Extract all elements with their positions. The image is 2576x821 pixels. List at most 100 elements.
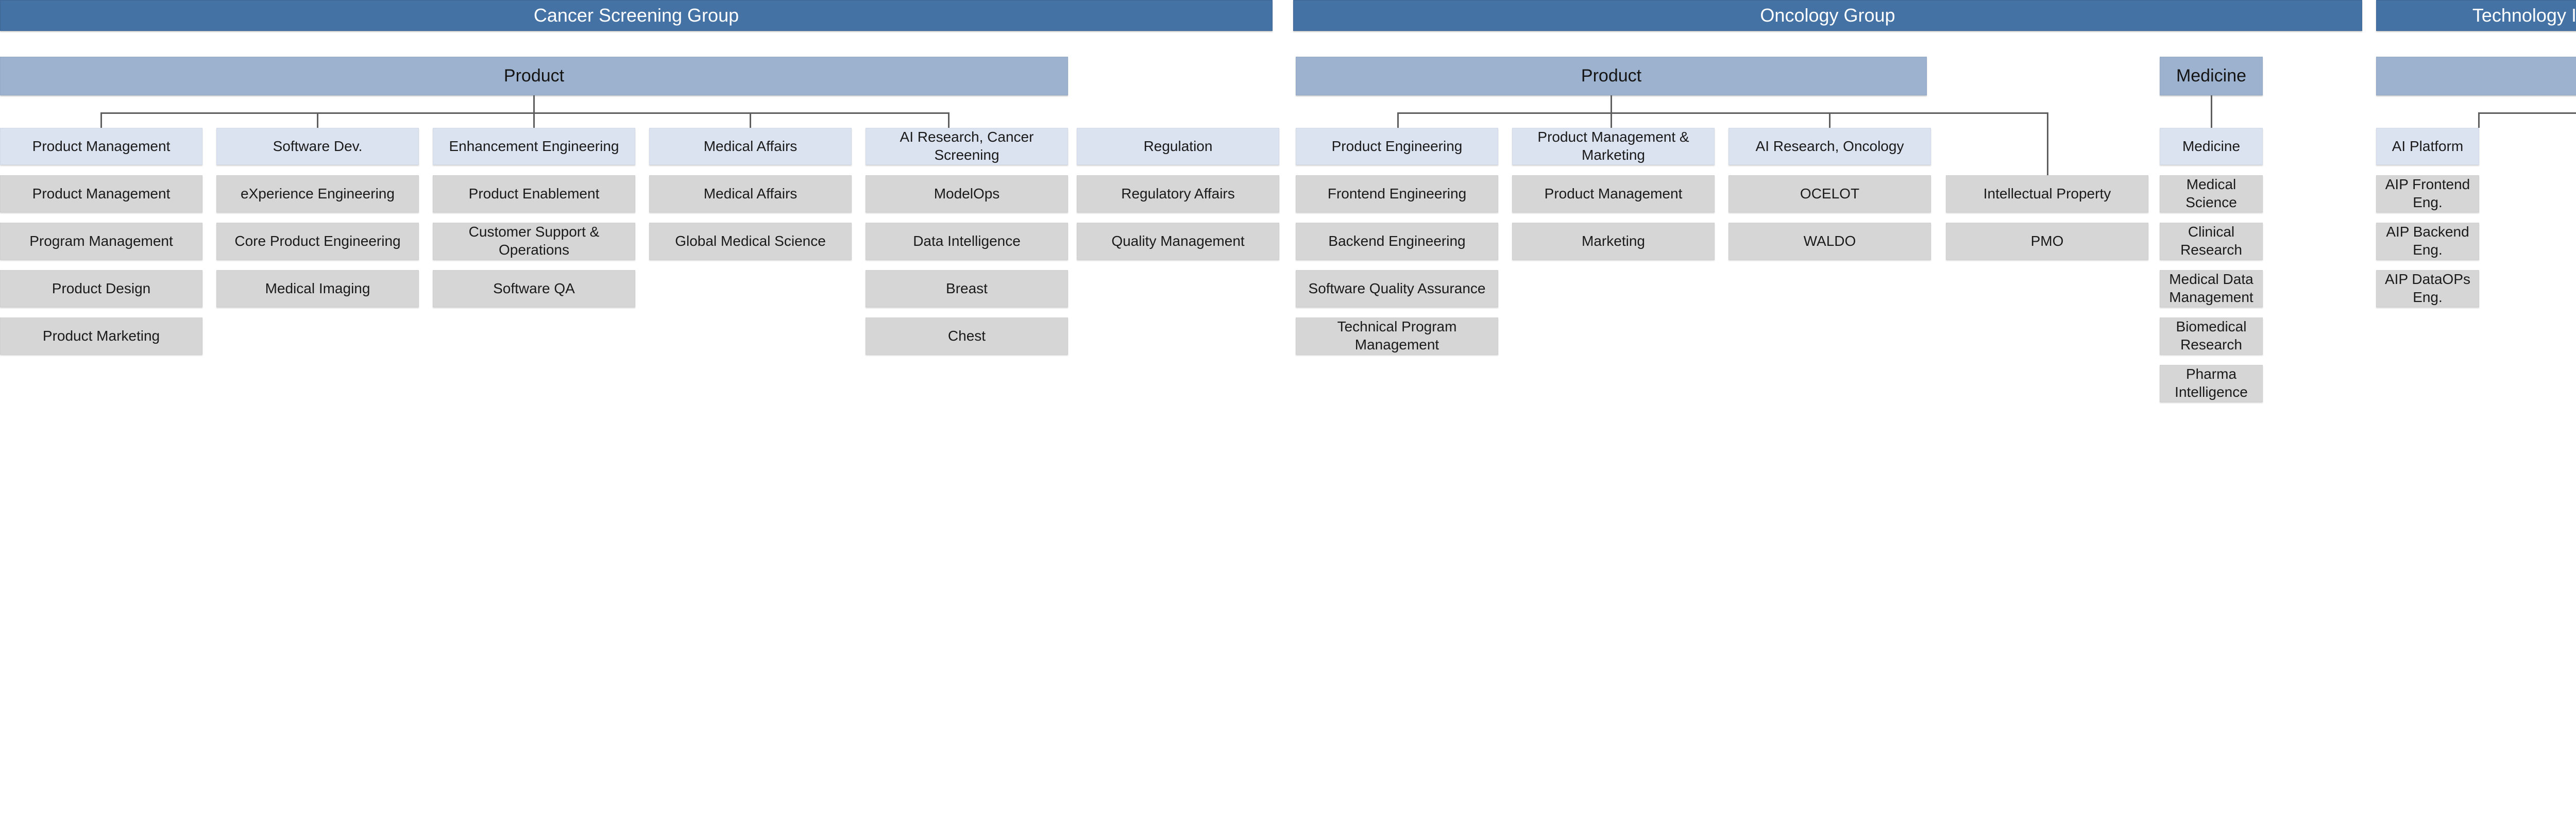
leaf-label: Intellectual Property: [1983, 185, 2111, 202]
group-header-label: Oncology Group: [1760, 4, 1895, 26]
leaf-node[interactable]: AIP Backend Eng.: [2376, 223, 2479, 260]
leaf-node[interactable]: Customer Support & Operations: [433, 223, 635, 260]
connector-vertical: [100, 112, 102, 128]
division-label: AI: [2381, 65, 2576, 87]
connector-vertical: [2047, 112, 2048, 175]
leaf-label: Core Product Engineering: [234, 232, 401, 249]
team-label: Medical Affairs: [703, 138, 798, 154]
group-header-technology-innovation[interactable]: Technology Innovation Group: [2376, 0, 2576, 31]
connector-vertical: [1611, 112, 1612, 128]
leaf-label: Technical Program Management: [1337, 319, 1457, 353]
team-label: Regulation: [1143, 138, 1213, 154]
leaf-label: Medical Science: [2185, 176, 2237, 210]
leaf-node-pmo[interactable]: PMO: [1946, 223, 2148, 260]
leaf-label: Program Management: [29, 232, 173, 249]
division-medicine[interactable]: Medicine: [2160, 57, 2263, 95]
leaf-node-intellectual-property[interactable]: Intellectual Property: [1946, 175, 2148, 212]
team-software-dev[interactable]: Software Dev.: [216, 128, 419, 165]
leaf-node[interactable]: Product Management: [0, 175, 202, 212]
leaf-node[interactable]: Product Enablement: [433, 175, 635, 212]
leaf-node[interactable]: Core Product Engineering: [216, 223, 419, 260]
leaf-label: Marketing: [1582, 232, 1645, 249]
connector-vertical: [1829, 112, 1831, 128]
leaf-node[interactable]: AIP DataOPs Eng.: [2376, 270, 2479, 307]
leaf-node[interactable]: Breast: [866, 270, 1068, 307]
leaf-label: Pharma Intelligence: [2175, 366, 2248, 400]
leaf-node[interactable]: Pharma Intelligence: [2160, 365, 2263, 402]
leaf-node[interactable]: Software QA: [433, 270, 635, 307]
team-label: AI Research, Cancer Screening: [900, 129, 1034, 163]
leaf-node[interactable]: Marketing: [1512, 223, 1715, 260]
team-label: Medicine: [2182, 138, 2241, 154]
leaf-label: Regulatory Affairs: [1121, 185, 1235, 202]
leaf-label: Frontend Engineering: [1327, 185, 1467, 202]
leaf-node[interactable]: Medical Science: [2160, 175, 2263, 212]
team-enhancement-engineering[interactable]: Enhancement Engineering: [433, 128, 635, 165]
division-cancer-screening-product[interactable]: Product: [0, 57, 1068, 95]
team-regulation[interactable]: Regulation: [1077, 128, 1279, 165]
leaf-node[interactable]: Biomedical Research: [2160, 317, 2263, 355]
leaf-label: Medical Data Management: [2169, 271, 2253, 305]
division-label: Medicine: [2176, 66, 2247, 86]
division-ai[interactable]: AI: [2376, 57, 2576, 95]
connector-vertical: [533, 112, 535, 128]
leaf-node[interactable]: Product Management: [1512, 175, 1715, 212]
group-header-label: Cancer Screening Group: [533, 4, 739, 26]
leaf-node[interactable]: Software Quality Assurance: [1296, 270, 1498, 307]
team-medical-affairs[interactable]: Medical Affairs: [649, 128, 852, 165]
leaf-node[interactable]: Program Management: [0, 223, 202, 260]
leaf-node[interactable]: Quality Management: [1077, 223, 1279, 260]
leaf-label: Breast: [946, 280, 988, 296]
leaf-node[interactable]: WALDO: [1728, 223, 1931, 260]
group-header-cancer-screening[interactable]: Cancer Screening Group: [0, 0, 1273, 31]
team-product-management-marketing[interactable]: Product Management & Marketing: [1512, 128, 1715, 165]
connector-vertical: [2478, 112, 2480, 128]
leaf-node[interactable]: Backend Engineering: [1296, 223, 1498, 260]
leaf-node[interactable]: Data Intelligence: [866, 223, 1068, 260]
leaf-node[interactable]: Technical Program Management: [1296, 317, 1498, 355]
leaf-label: Data Intelligence: [913, 232, 1021, 249]
leaf-label: Backend Engineering: [1328, 232, 1466, 249]
leaf-node[interactable]: Medical Affairs: [649, 175, 852, 212]
leaf-node[interactable]: AIP Frontend Eng.: [2376, 175, 2479, 212]
leaf-node[interactable]: Chest: [866, 317, 1068, 355]
leaf-label: PMO: [2030, 232, 2064, 249]
leaf-node[interactable]: OCELOT: [1728, 175, 1931, 212]
connector-horizontal: [2478, 112, 2576, 114]
division-label: Product: [1581, 66, 1642, 86]
team-ai-platform[interactable]: AI Platform: [2376, 128, 2479, 165]
leaf-node[interactable]: Product Design: [0, 270, 202, 307]
leaf-node[interactable]: Medical Data Management: [2160, 270, 2263, 307]
leaf-label: OCELOT: [1800, 185, 1860, 202]
team-product-engineering[interactable]: Product Engineering: [1296, 128, 1498, 165]
leaf-label: Software Quality Assurance: [1308, 280, 1486, 296]
leaf-node[interactable]: Global Medical Science: [649, 223, 852, 260]
group-header-oncology[interactable]: Oncology Group: [1293, 0, 2362, 31]
leaf-node[interactable]: ModelOps: [866, 175, 1068, 212]
connector-vertical: [317, 112, 318, 128]
leaf-node[interactable]: Medical Imaging: [216, 270, 419, 307]
leaf-label: Global Medical Science: [675, 232, 826, 249]
team-ai-research-oncology[interactable]: AI Research, Oncology: [1728, 128, 1931, 165]
connector-vertical: [2211, 95, 2212, 128]
leaf-label: Product Management: [1544, 185, 1683, 202]
team-label: Software Dev.: [273, 138, 363, 154]
leaf-node[interactable]: Product Marketing: [0, 317, 202, 355]
leaf-label: AIP Backend Eng.: [2386, 224, 2469, 258]
team-label: Enhancement Engineering: [449, 138, 619, 154]
leaf-node[interactable]: eXperience Engineering: [216, 175, 419, 212]
team-medicine[interactable]: Medicine: [2160, 128, 2263, 165]
leaf-node[interactable]: Clinical Research: [2160, 223, 2263, 260]
leaf-label: Chest: [947, 327, 986, 344]
team-product-management[interactable]: Product Management: [0, 128, 202, 165]
leaf-label: Quality Management: [1111, 232, 1245, 249]
team-label: AI Research, Oncology: [1755, 138, 1904, 154]
division-oncology-product[interactable]: Product: [1296, 57, 1927, 95]
leaf-node[interactable]: Regulatory Affairs: [1077, 175, 1279, 212]
leaf-node[interactable]: Frontend Engineering: [1296, 175, 1498, 212]
connector-vertical: [533, 95, 535, 113]
team-label: Product Management & Marketing: [1537, 129, 1689, 163]
leaf-label: eXperience Engineering: [241, 185, 395, 202]
team-ai-research-cancer-screening[interactable]: AI Research, Cancer Screening: [866, 128, 1068, 165]
